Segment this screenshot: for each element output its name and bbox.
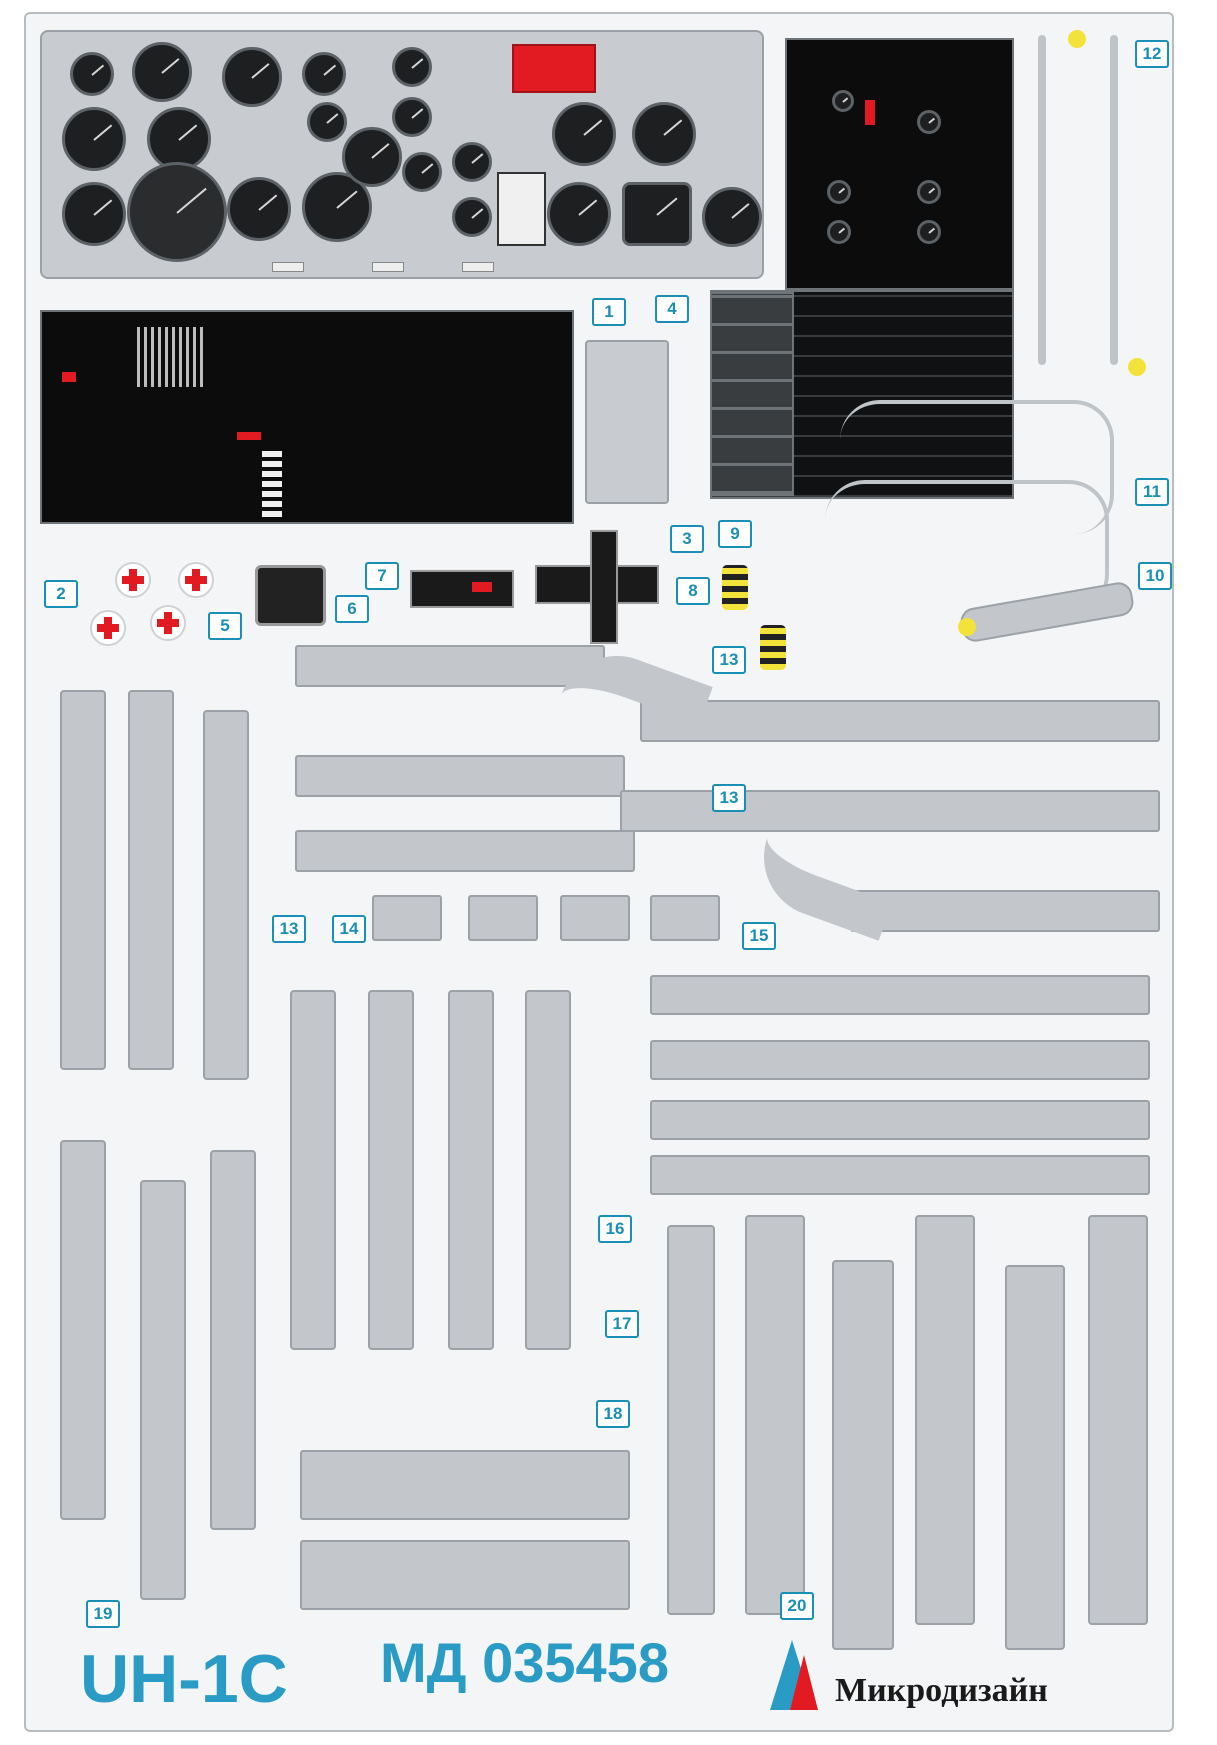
belt [140, 1180, 186, 1600]
part-number: 17 [605, 1310, 639, 1338]
part-number: 5 [208, 612, 242, 640]
part-12-rod [1110, 35, 1118, 365]
buckle-15 [468, 895, 538, 941]
circuit-breaker-panel [710, 292, 794, 496]
buckle-16 [650, 895, 720, 941]
part-number: 7 [365, 562, 399, 590]
switch-plate [585, 340, 669, 504]
belt-21 [915, 1215, 975, 1625]
part-7 [410, 570, 514, 608]
part-8-stem [590, 530, 618, 644]
strap-13 [640, 700, 1160, 742]
strap-13 [620, 790, 1160, 832]
part-number: 16 [598, 1215, 632, 1243]
medic-decal [150, 605, 186, 641]
belt [60, 1140, 106, 1520]
part-9 [722, 565, 748, 610]
medic-decal [90, 610, 126, 646]
part-number: 20 [780, 1592, 814, 1620]
strap-13 [295, 645, 605, 687]
strap-17 [650, 975, 1150, 1015]
medic-decal [115, 562, 151, 598]
strap-17 [650, 1155, 1150, 1195]
part-12-rod [1038, 35, 1046, 365]
part-6 [255, 565, 326, 626]
belt-21 [745, 1215, 805, 1615]
strap-13 [850, 890, 1160, 932]
part-number: 10 [1138, 562, 1172, 590]
strap-19 [300, 1450, 630, 1520]
part-number: 11 [1135, 478, 1169, 506]
medic-decal [178, 562, 214, 598]
belt-21 [667, 1225, 715, 1615]
overhead-panel-black [785, 38, 1014, 290]
part-number: 8 [676, 577, 710, 605]
part-number: 13 [712, 646, 746, 674]
belt-21 [832, 1260, 894, 1650]
belt [210, 1150, 256, 1530]
belt [448, 990, 494, 1350]
part-11-cable [825, 480, 1109, 614]
part-number: 3 [670, 525, 704, 553]
buckle-15 [560, 895, 630, 941]
code-title: МД 035458 [380, 1631, 669, 1694]
belt [60, 690, 106, 1070]
strap-17 [650, 1040, 1150, 1080]
belt [128, 690, 174, 1070]
part-number: 2 [44, 580, 78, 608]
part-number: 9 [718, 520, 752, 548]
part-number: 15 [742, 922, 776, 950]
console-panel-black [40, 310, 574, 524]
part-number: 13 [272, 915, 306, 943]
belt [525, 990, 571, 1350]
part-number: 1 [592, 298, 626, 326]
part-number: 13 [712, 784, 746, 812]
part-number: 4 [655, 295, 689, 323]
strap-13 [295, 830, 635, 872]
part-number: 19 [86, 1600, 120, 1628]
belt-21 [1088, 1215, 1148, 1625]
belt [290, 990, 336, 1350]
strap-19 [300, 1540, 630, 1610]
brand-name: Микродизайн [835, 1672, 1048, 1709]
brand-logo-icon [790, 1655, 818, 1710]
model-title: UH-1C [80, 1641, 288, 1717]
part-number: 12 [1135, 40, 1169, 68]
part-number: 14 [332, 915, 366, 943]
part-11-cable [840, 400, 1114, 534]
belt-21 [1005, 1265, 1065, 1650]
buckle-14 [372, 895, 442, 941]
instrument-panel-grey [40, 30, 764, 279]
part-13-small [760, 625, 786, 670]
part-number: 18 [596, 1400, 630, 1428]
strap-13 [295, 755, 625, 797]
belt [203, 710, 249, 1080]
part-number: 6 [335, 595, 369, 623]
strap-17 [650, 1100, 1150, 1140]
belt [368, 990, 414, 1350]
